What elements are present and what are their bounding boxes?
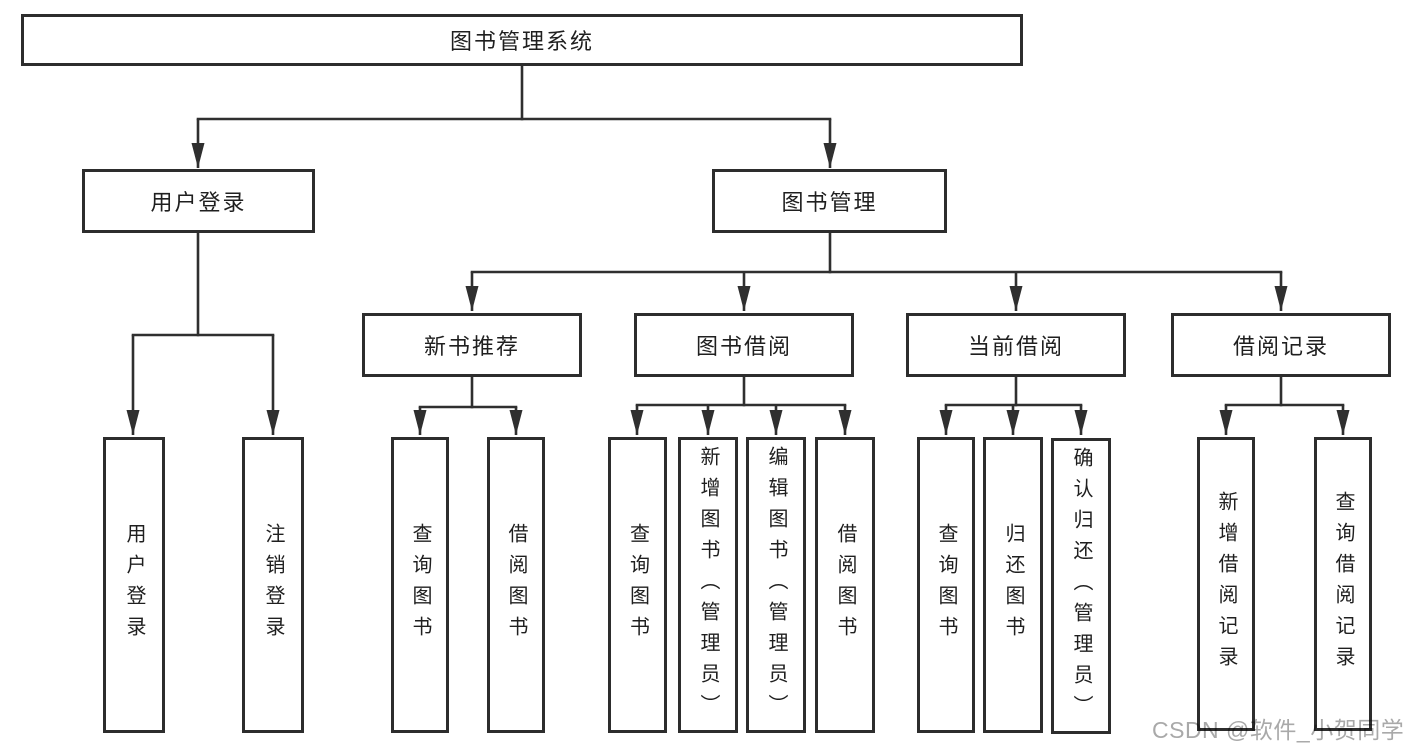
node-return-books: 归还图书 [983, 437, 1043, 733]
node-confirm-return-admin: 确认归还（管理员） [1051, 438, 1111, 734]
node-borrow-books-2: 借阅图书 [815, 437, 875, 733]
node-current-borrowing: 当前借阅 [906, 313, 1126, 377]
node-logout-action: 注销登录 [242, 437, 304, 733]
node-borrow-books-1: 借阅图书 [487, 437, 545, 733]
connector-new-book-recommendation [413, 377, 523, 435]
node-book-borrowing: 图书借阅 [634, 313, 854, 377]
watermark: CSDN @软件_小贺同学 [1152, 717, 1405, 743]
connector-current-borrowing [939, 377, 1088, 435]
node-library-management-system: 图书管理系统 [21, 14, 1023, 66]
node-query-books-1: 查询图书 [391, 437, 449, 733]
connector-user-login [126, 233, 280, 435]
node-query-books-2: 查询图书 [608, 437, 667, 733]
node-borrowing-records: 借阅记录 [1171, 313, 1391, 377]
node-add-books-admin: 新增图书（管理员） [678, 437, 738, 733]
connector-borrowing-records [1219, 377, 1350, 435]
node-book-management: 图书管理 [712, 169, 947, 233]
node-query-borrowing-record: 查询借阅记录 [1314, 437, 1372, 731]
node-edit-books-admin: 编辑图书（管理员） [746, 437, 806, 733]
node-user-login-action: 用户登录 [103, 437, 165, 733]
node-user-login: 用户登录 [82, 169, 315, 233]
connector-root [191, 66, 837, 168]
node-add-borrowing-record: 新增借阅记录 [1197, 437, 1255, 731]
node-query-books-3: 查询图书 [917, 437, 975, 733]
connector-book-borrowing [630, 377, 852, 435]
node-new-book-recommendation: 新书推荐 [362, 313, 582, 377]
connector-book-management [465, 233, 1288, 311]
